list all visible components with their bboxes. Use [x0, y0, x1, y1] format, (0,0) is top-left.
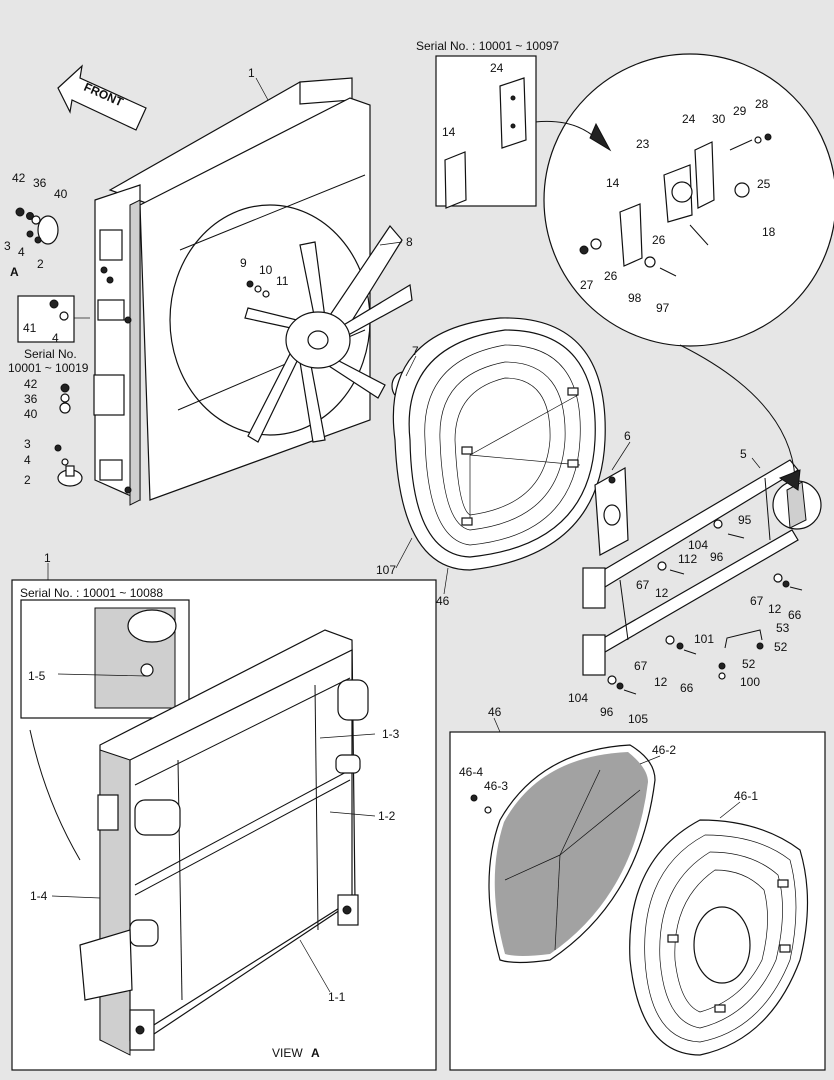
drain-fittings [15, 207, 83, 487]
mount-detail-box [17, 295, 90, 343]
callout-46-1: 46-1 [734, 789, 758, 803]
callout-3-top: 3 [4, 239, 11, 253]
hinge-serial-label: Serial No. : 10001 ~ 10097 [416, 39, 559, 53]
callout-46-main: 46 [436, 594, 450, 608]
view-marker-a: A [10, 265, 19, 279]
callout-4-top: 4 [18, 245, 25, 259]
callout-96-top: 96 [710, 550, 724, 564]
callout-36-top: 36 [33, 176, 47, 190]
callout-105: 105 [628, 712, 648, 726]
callout-67-c: 67 [634, 659, 648, 673]
callout-18: 18 [762, 225, 776, 239]
callout-1-3: 1-3 [382, 727, 400, 741]
callout-67-b: 67 [750, 594, 764, 608]
callout-27: 27 [580, 278, 594, 292]
callout-66-b: 66 [680, 681, 694, 695]
callout-46-3: 46-3 [484, 779, 508, 793]
callout-107: 107 [376, 563, 396, 577]
view-caption-letter: A [311, 1046, 320, 1060]
callout-104-bot: 104 [568, 691, 588, 705]
callout-1-5: 1-5 [28, 669, 46, 683]
callout-104-top: 104 [688, 538, 708, 552]
leader-lines [47, 77, 761, 993]
hinge-serial-box [435, 55, 537, 209]
mount-serial-range: 10001 ~ 10019 [8, 361, 89, 375]
callout-8: 8 [406, 235, 413, 249]
callout-29: 29 [733, 104, 747, 118]
front-arrow: FRONT [57, 64, 147, 131]
callout-14: 14 [606, 176, 620, 190]
view-caption-text: VIEW [272, 1046, 303, 1060]
callout-7: 7 [412, 344, 419, 358]
callout-67-a: 67 [636, 578, 650, 592]
callout-1-view: 1 [44, 551, 51, 565]
callout-2-mid: 2 [24, 473, 31, 487]
fan-guard [392, 317, 606, 571]
callout-1-2: 1-2 [378, 809, 396, 823]
callout-12-c: 12 [654, 675, 668, 689]
callout-12-b: 12 [768, 602, 782, 616]
callout-36-mid: 36 [24, 392, 38, 406]
mount-serial-label: Serial No. [24, 347, 77, 361]
callout-46-2: 46-2 [652, 743, 676, 757]
hinge-frame [582, 459, 799, 676]
radiator-assembly [93, 77, 371, 506]
callout-5: 5 [740, 447, 747, 461]
callout-53: 53 [776, 621, 790, 635]
callout-46-panel: 46 [488, 705, 502, 719]
radiator-core-view [79, 629, 369, 1056]
callout-112: 112 [678, 552, 697, 566]
callout-14-box: 14 [442, 125, 456, 139]
callout-30: 30 [712, 112, 726, 126]
guard-spiral-46-1 [629, 819, 809, 1056]
hinge-detail [534, 53, 834, 530]
callout-100: 100 [740, 675, 760, 689]
callout-10: 10 [259, 263, 273, 277]
callout-96-bot: 96 [600, 705, 614, 719]
inset-serial-label: Serial No. : 10001 ~ 10088 [20, 586, 163, 600]
callout-101: 101 [694, 632, 714, 646]
callout-12-a: 12 [655, 586, 669, 600]
callout-11: 11 [276, 274, 289, 288]
fan-hardware [246, 280, 270, 298]
callout-40-top: 40 [54, 187, 68, 201]
guard-mesh-46-2 [470, 744, 656, 964]
callout-41: 41 [23, 321, 37, 335]
callout-66-a: 66 [788, 608, 802, 622]
callout-25: 25 [757, 177, 771, 191]
callout-42-mid: 42 [24, 377, 38, 391]
callout-28: 28 [755, 97, 769, 111]
callout-2-top: 2 [37, 257, 44, 271]
callout-6: 6 [624, 429, 631, 443]
callout-1-1: 1-1 [328, 990, 346, 1004]
callout-9: 9 [240, 256, 247, 270]
callout-3-mid: 3 [24, 437, 31, 451]
callout-24: 24 [682, 112, 696, 126]
callout-46-4: 46-4 [459, 765, 483, 779]
callout-4-mid: 4 [24, 453, 31, 467]
callout-40-mid: 40 [24, 407, 38, 421]
callout-23: 23 [636, 137, 650, 151]
callout-95: 95 [738, 513, 752, 527]
callout-42-top: 42 [12, 171, 26, 185]
callout-98: 98 [628, 291, 642, 305]
callout-1: 1 [248, 66, 255, 80]
callout-1-4: 1-4 [30, 889, 48, 903]
callout-24-box: 24 [490, 61, 504, 75]
hinge-hardware [607, 519, 803, 695]
callout-26-a: 26 [652, 233, 666, 247]
callout-26-b: 26 [604, 269, 618, 283]
callout-labels: 1 8 9 10 11 7 42 36 40 3 4 2 A 41 4 Seri… [4, 39, 802, 1060]
callout-52-a: 52 [774, 640, 788, 654]
callout-97: 97 [656, 301, 670, 315]
callout-4-box: 4 [52, 331, 59, 345]
callout-52-b: 52 [742, 657, 756, 671]
